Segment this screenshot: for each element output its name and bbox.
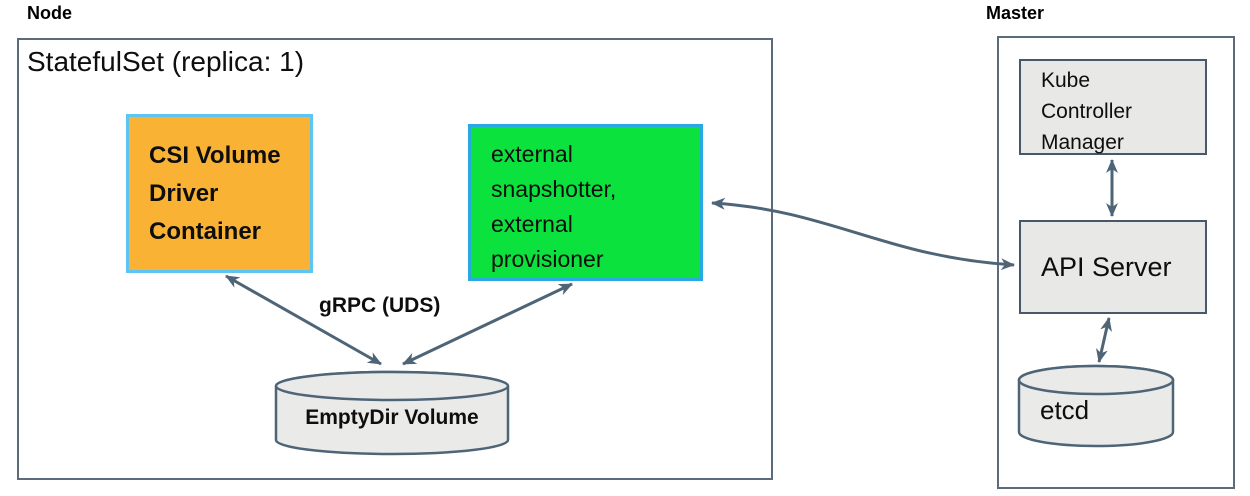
statefulset-title: StatefulSet (replica: 1): [27, 46, 305, 77]
master-section-label: Master: [986, 3, 1045, 23]
external-box-text-line: external: [491, 211, 573, 237]
kcm-box-text-line: Controller: [1041, 100, 1133, 123]
kcm-box-text-line: Kube: [1041, 69, 1091, 92]
api-server-label: API Server: [1041, 251, 1172, 282]
csi-box-text-line: CSI Volume: [149, 142, 281, 169]
external-box-text-line: snapshotter,: [491, 176, 617, 202]
external-box-text-line: external: [491, 141, 573, 167]
csi-box-text-line: Driver: [149, 180, 219, 207]
emptydir-volume-label: EmptyDir Volume: [305, 406, 479, 429]
external-box-text-line: provisioner: [491, 246, 604, 272]
grpc-uds-label: gRPC (UDS): [319, 294, 441, 317]
etcd-label: etcd: [1040, 395, 1090, 425]
external-sidecars-box: external snapshotter, external provision…: [468, 124, 703, 281]
csi-box-text-line: Container: [149, 218, 262, 245]
kcm-box-text-line: Manager: [1041, 131, 1124, 154]
api-server-box: API Server: [1019, 220, 1207, 314]
kube-controller-manager-box: Kube Controller Manager: [1019, 59, 1207, 155]
node-section-label: Node: [27, 3, 72, 23]
csi-volume-driver-container-box: CSI Volume Driver Container: [126, 114, 313, 273]
